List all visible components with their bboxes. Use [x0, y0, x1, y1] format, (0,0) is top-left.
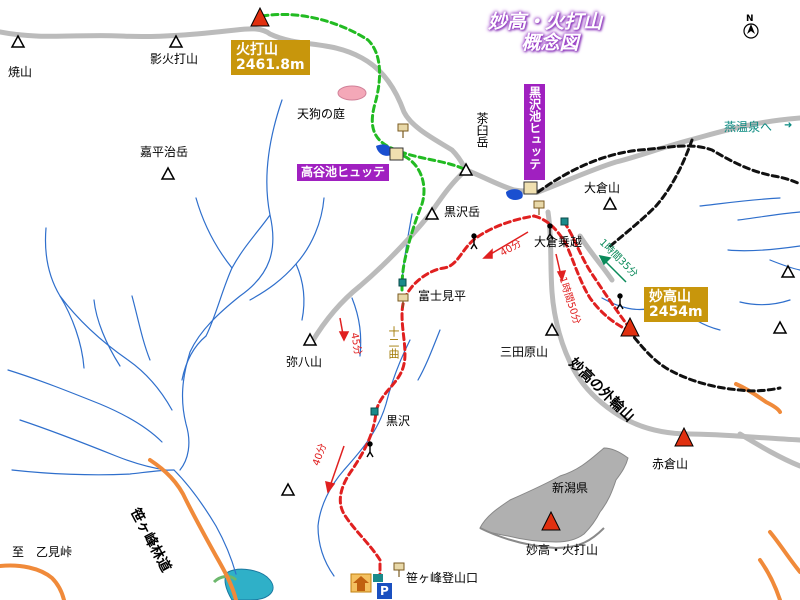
red-route	[338, 214, 630, 582]
fujimi-junction-marker	[398, 278, 407, 287]
inset-summit-icon	[541, 510, 561, 531]
yakeyama-peak-icon	[10, 34, 26, 48]
hiker-icon	[546, 223, 554, 240]
niigata-inset	[479, 447, 629, 543]
map-title: 妙高・火打山 概念図	[488, 12, 602, 54]
yahachi-peak-icon	[302, 332, 318, 346]
myoko-peak-elevation: 2454m	[649, 303, 703, 320]
rivers	[7, 99, 800, 577]
trailhead-facilities	[350, 573, 392, 599]
signpost-icon	[397, 123, 409, 132]
north-label: N	[746, 14, 754, 24]
hiuchi-peak-name: 火打山	[236, 42, 278, 58]
time-arrows	[325, 231, 567, 494]
label-otomi-pass: 至 乙見峠	[12, 545, 73, 559]
pond-koyachi	[376, 144, 393, 156]
label-tengu: 天狗の庭	[297, 107, 346, 121]
koyachi-hut-icon	[389, 147, 404, 161]
myoko-summit-icon	[620, 316, 640, 337]
lake	[224, 568, 274, 600]
label-yakeyama: 焼山	[8, 65, 33, 79]
green-time-arrow	[598, 254, 627, 283]
mitahara-peak-icon	[544, 322, 560, 336]
label-okuranokkoshi: 大倉乗越	[534, 235, 583, 249]
hiker-icons	[366, 223, 624, 458]
north-compass	[743, 23, 759, 39]
kurosawadake-peak-icon	[424, 206, 440, 220]
hiker-icon	[616, 293, 624, 310]
sw-peak-icon	[280, 482, 296, 496]
kaheiji-peak-icon	[160, 166, 176, 180]
signpost-icon	[393, 562, 405, 571]
peak-markers	[10, 34, 796, 496]
niigata-inset-shadow	[479, 527, 605, 550]
junction-markers	[370, 217, 569, 416]
direction-arrow-icon: ➜	[784, 120, 793, 131]
hiuchi-peak-elevation: 2461.8m	[236, 56, 305, 73]
label-kurosawadake: 黒沢岳	[444, 205, 481, 219]
signpost-icon	[533, 200, 545, 209]
map-title-line1: 妙高・火打山	[488, 11, 603, 33]
pond-kurosawa	[506, 189, 523, 200]
kurosawa-hut-icon	[523, 181, 538, 195]
okura-junction-marker	[560, 217, 569, 226]
signpost-icon	[397, 293, 409, 302]
label-niigata: 新潟県	[552, 481, 589, 495]
label-kaheiji: 嘉平治岳	[140, 145, 189, 159]
direction-label-tsubame: 燕温泉へ	[724, 120, 773, 134]
hiker-icon	[470, 233, 478, 250]
map-title-line2: 概念図	[521, 31, 579, 54]
hut-icons	[389, 147, 538, 195]
ne-peak-icon	[780, 264, 796, 278]
myoko-peak-name: 妙高山	[649, 289, 691, 305]
label-fujimidaira: 富士見平	[418, 289, 467, 303]
label-sasagamine-trailhead: 笹ヶ峰登山口	[406, 571, 479, 585]
hiuchi-peak-box: 火打山 2461.8m	[231, 40, 310, 76]
label-kurosawa: 黒沢	[386, 414, 411, 428]
label-yahachi: 弥八山	[286, 355, 323, 369]
bus-stop-icon	[373, 574, 383, 582]
tengu-garden-marsh	[337, 85, 367, 101]
label-junikyoku: 十二曲	[387, 326, 400, 359]
black-road	[536, 138, 800, 393]
kurosawaike-hut-label: 黒沢池ヒュッテ	[524, 84, 545, 180]
kurosawa-junction-marker	[370, 407, 379, 416]
label-akakura: 赤倉山	[652, 457, 689, 471]
akakura-summit-icon	[674, 426, 694, 447]
kagehiuchi-peak-icon	[168, 34, 184, 48]
label-chausu: 茶臼岳	[475, 112, 489, 148]
signpost-poles	[398, 131, 540, 577]
label-okurayama: 大倉山	[584, 181, 621, 195]
e-peak-icon	[772, 320, 788, 334]
okurayama-peak-icon	[602, 196, 618, 210]
label-mitaharayama: 三田原山	[500, 345, 549, 359]
hiker-icon	[366, 441, 374, 458]
label-kagehiuchi: 影火打山	[150, 52, 199, 66]
chausu-peak-icon	[458, 162, 474, 176]
koyachiike-hut-label: 高谷池ヒュッテ	[297, 164, 390, 181]
parking-icon	[377, 583, 392, 599]
forest-road	[0, 382, 800, 600]
hiuchi-summit-icon	[250, 6, 270, 27]
label-myoko-hiuchi-inset: 妙高・火打山	[526, 543, 599, 557]
myoko-peak-box: 妙高山 2454m	[644, 287, 708, 323]
parking-label: P	[380, 584, 389, 598]
ridges	[0, 26, 800, 469]
